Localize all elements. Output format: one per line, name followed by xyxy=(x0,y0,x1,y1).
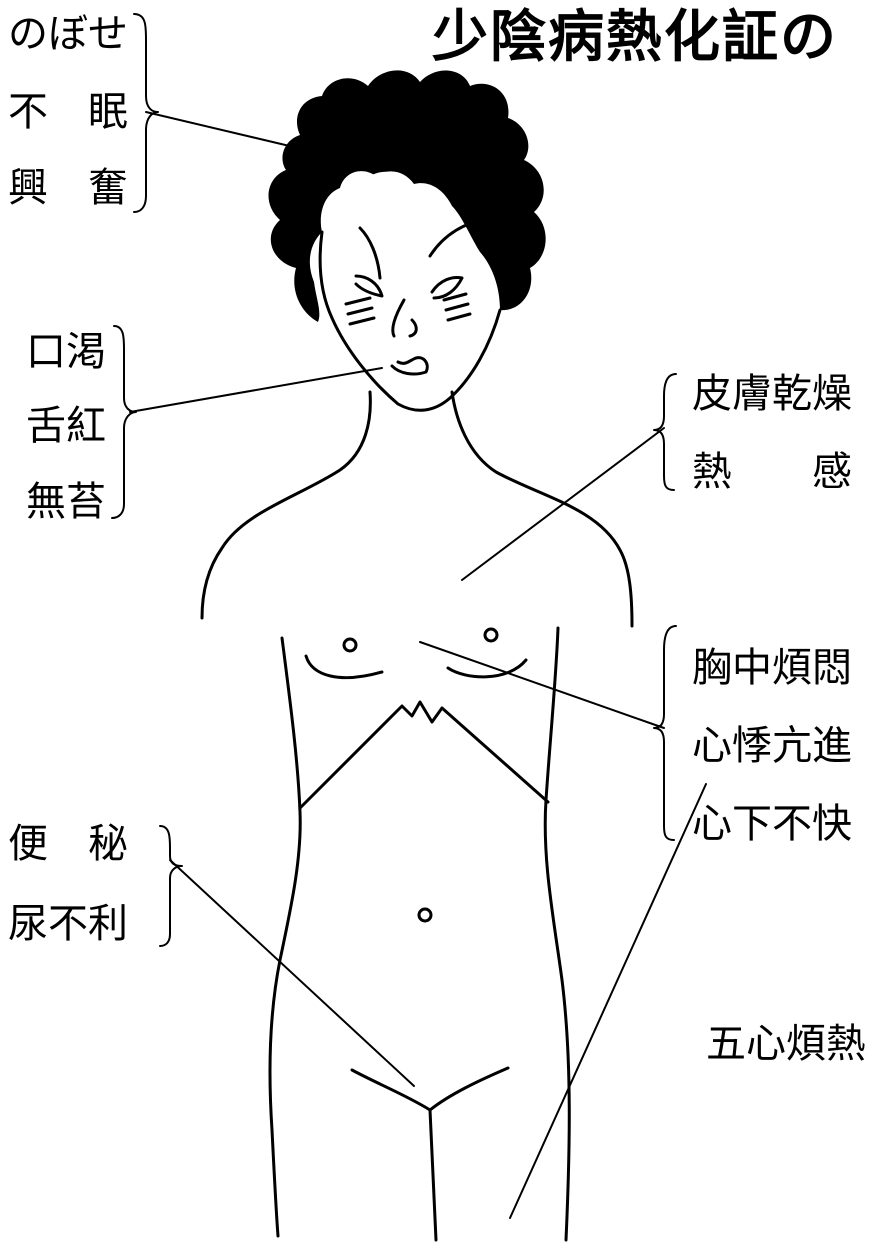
leg-gap xyxy=(428,1108,438,1242)
bracket-lower xyxy=(159,825,183,947)
right-eye xyxy=(430,276,464,300)
leader-limb xyxy=(509,783,707,1219)
navel xyxy=(417,907,433,923)
face-outline xyxy=(318,230,502,412)
bracket-mouth xyxy=(111,325,137,519)
leader-mouth xyxy=(129,367,383,413)
hair-gap xyxy=(370,171,410,192)
label-excitement: 興 奮 xyxy=(8,165,128,211)
leader-chest xyxy=(419,641,665,729)
torso-left xyxy=(268,636,302,1238)
neck-left xyxy=(200,390,372,620)
left-eyebrow xyxy=(358,226,382,280)
leader-lower xyxy=(169,859,415,1087)
label-chest-oppression: 胸中煩悶 xyxy=(692,645,852,691)
torso-right xyxy=(543,626,571,1242)
label-insomnia: 不 眠 xyxy=(8,89,128,135)
label-palpitation: 心悸亢進 xyxy=(692,723,852,769)
label-dysuria: 尿不利 xyxy=(8,901,128,947)
label-epigastric-discomfort: 心下不快 xyxy=(692,801,852,847)
bracket-head xyxy=(133,13,159,213)
left-nipple xyxy=(342,637,358,653)
label-heat-sensation: 熱 感 xyxy=(692,449,852,495)
ribcage-line xyxy=(298,700,550,810)
neck-right xyxy=(450,390,634,628)
groin-v xyxy=(350,1066,510,1112)
nose xyxy=(391,298,418,338)
mouth xyxy=(390,356,429,376)
label-constipation: 便 秘 xyxy=(8,821,128,867)
label-hot-flush: のぼせ xyxy=(8,11,128,57)
right-nipple xyxy=(483,627,499,643)
label-red-tongue: 舌紅 xyxy=(26,403,106,449)
leader-head xyxy=(145,111,299,149)
right-breast xyxy=(446,658,528,679)
label-no-coating: 無苔 xyxy=(26,479,106,525)
bracket-skin xyxy=(653,373,677,491)
label-five-center-heat: 五心煩熱 xyxy=(706,1021,866,1067)
diagram-title: 少陰病熱化証の xyxy=(432,5,838,70)
leader-skin xyxy=(461,427,665,581)
bracket-chest xyxy=(653,625,677,841)
hair xyxy=(268,70,546,322)
label-dry-skin: 皮膚乾燥 xyxy=(692,371,852,417)
left-cheek-marks xyxy=(344,296,376,326)
label-thirst: 口渇 xyxy=(26,329,106,375)
right-eyebrow xyxy=(428,218,488,258)
right-cheek-marks xyxy=(442,292,472,322)
left-eye xyxy=(354,274,384,298)
left-breast xyxy=(304,654,384,680)
